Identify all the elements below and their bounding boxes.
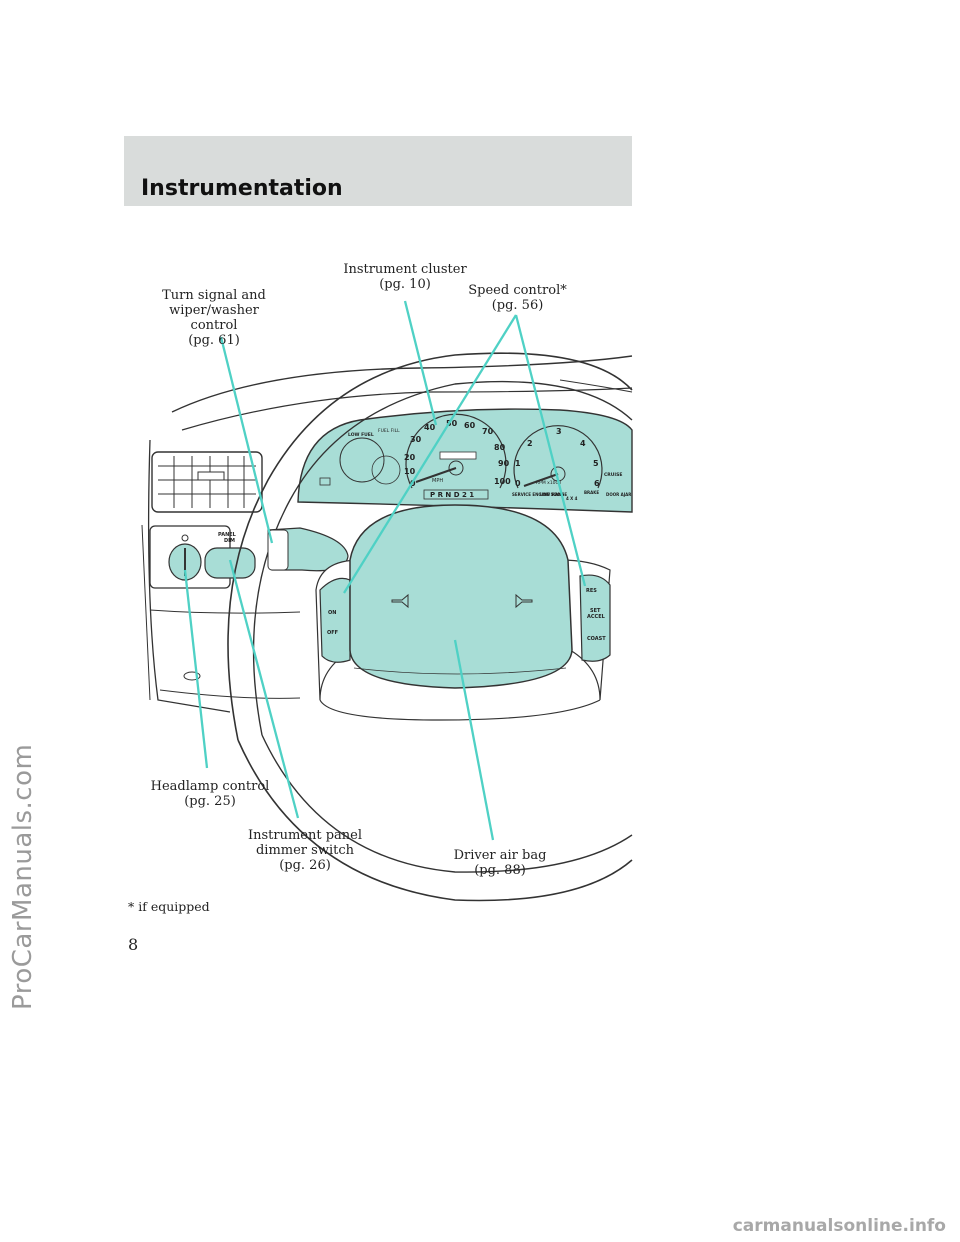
leader-headlamp (185, 570, 207, 768)
callout-turn-signal-line1: Turn signal and (144, 288, 284, 303)
res-label: RES (586, 588, 597, 594)
speed-70: 70 (482, 427, 494, 436)
4x4-label: 4 X 4 (566, 496, 578, 501)
speed-30: 30 (410, 435, 422, 444)
on-label: ON (328, 610, 336, 616)
speed-100: 100 (494, 477, 511, 486)
brake-label: BRAKE (584, 490, 599, 495)
rpm-6: 6 (594, 479, 600, 488)
callout-speed-control-page: (pg. 56) (450, 298, 585, 313)
side-watermark: ProCarManuals.com (8, 744, 38, 1010)
rpm-4: 4 (580, 439, 586, 448)
callout-speed-control: Speed control* (pg. 56) (450, 283, 585, 313)
callout-turn-signal: Turn signal and wiper/washer control (pg… (144, 288, 284, 348)
callout-dimmer-line2: dimmer switch (245, 843, 365, 858)
odometer (440, 452, 476, 459)
accel-label: ACCEL (587, 614, 606, 620)
rpm-3: 3 (556, 427, 562, 436)
callout-airbag: Driver air bag (pg. 88) (445, 848, 555, 878)
leader-instrument-cluster (405, 301, 436, 425)
cruise-label: CRUISE (604, 472, 622, 478)
callout-dimmer: Instrument panel dimmer switch (pg. 26) (245, 828, 365, 873)
speed-20: 20 (404, 453, 416, 462)
callout-headlamp-page: (pg. 25) (150, 794, 270, 809)
rpm-5: 5 (593, 459, 599, 468)
callout-turn-signal-line2: wiper/washer control (144, 303, 284, 333)
speed-10: 10 (404, 467, 416, 476)
air-bag-pad (350, 505, 572, 688)
rpm-2: 2 (527, 439, 533, 448)
callout-turn-signal-page: (pg. 61) (144, 333, 284, 348)
coast-label: COAST (587, 636, 606, 642)
footnote: * if equipped (128, 899, 210, 914)
svg-text:DIM: DIM (224, 538, 235, 544)
callout-dimmer-line1: Instrument panel (245, 828, 365, 843)
callout-dimmer-page: (pg. 26) (245, 858, 365, 873)
bottom-watermark: carmanualsonline.info (733, 1216, 946, 1236)
callout-headlamp: Headlamp control (pg. 25) (150, 779, 270, 809)
page-number: 8 (128, 935, 138, 954)
speed-40: 40 (424, 423, 436, 432)
rpm-1: 1 (515, 459, 521, 468)
callout-airbag-page: (pg. 88) (445, 863, 555, 878)
callout-headlamp-line1: Headlamp control (150, 779, 270, 794)
callout-speed-control-line1: Speed control* (450, 283, 585, 298)
low-fuel-label: LOW FUEL (348, 432, 374, 438)
callout-airbag-line1: Driver air bag (445, 848, 555, 863)
gear-indicator: P R N D 2 1 (430, 491, 474, 499)
door-ajar-label: DOOR AJAR (606, 492, 631, 497)
speed-90: 90 (498, 459, 510, 468)
fuel-fill-label: FUEL FILL (378, 428, 400, 434)
off-label: OFF (327, 630, 338, 636)
rpm-0: 0 (515, 479, 521, 488)
speed-80: 80 (494, 443, 506, 452)
speed-60: 60 (464, 421, 476, 430)
callout-instrument-cluster-line1: Instrument cluster (335, 262, 475, 277)
mph-label: MPH (432, 478, 443, 484)
air-vent (152, 452, 262, 512)
